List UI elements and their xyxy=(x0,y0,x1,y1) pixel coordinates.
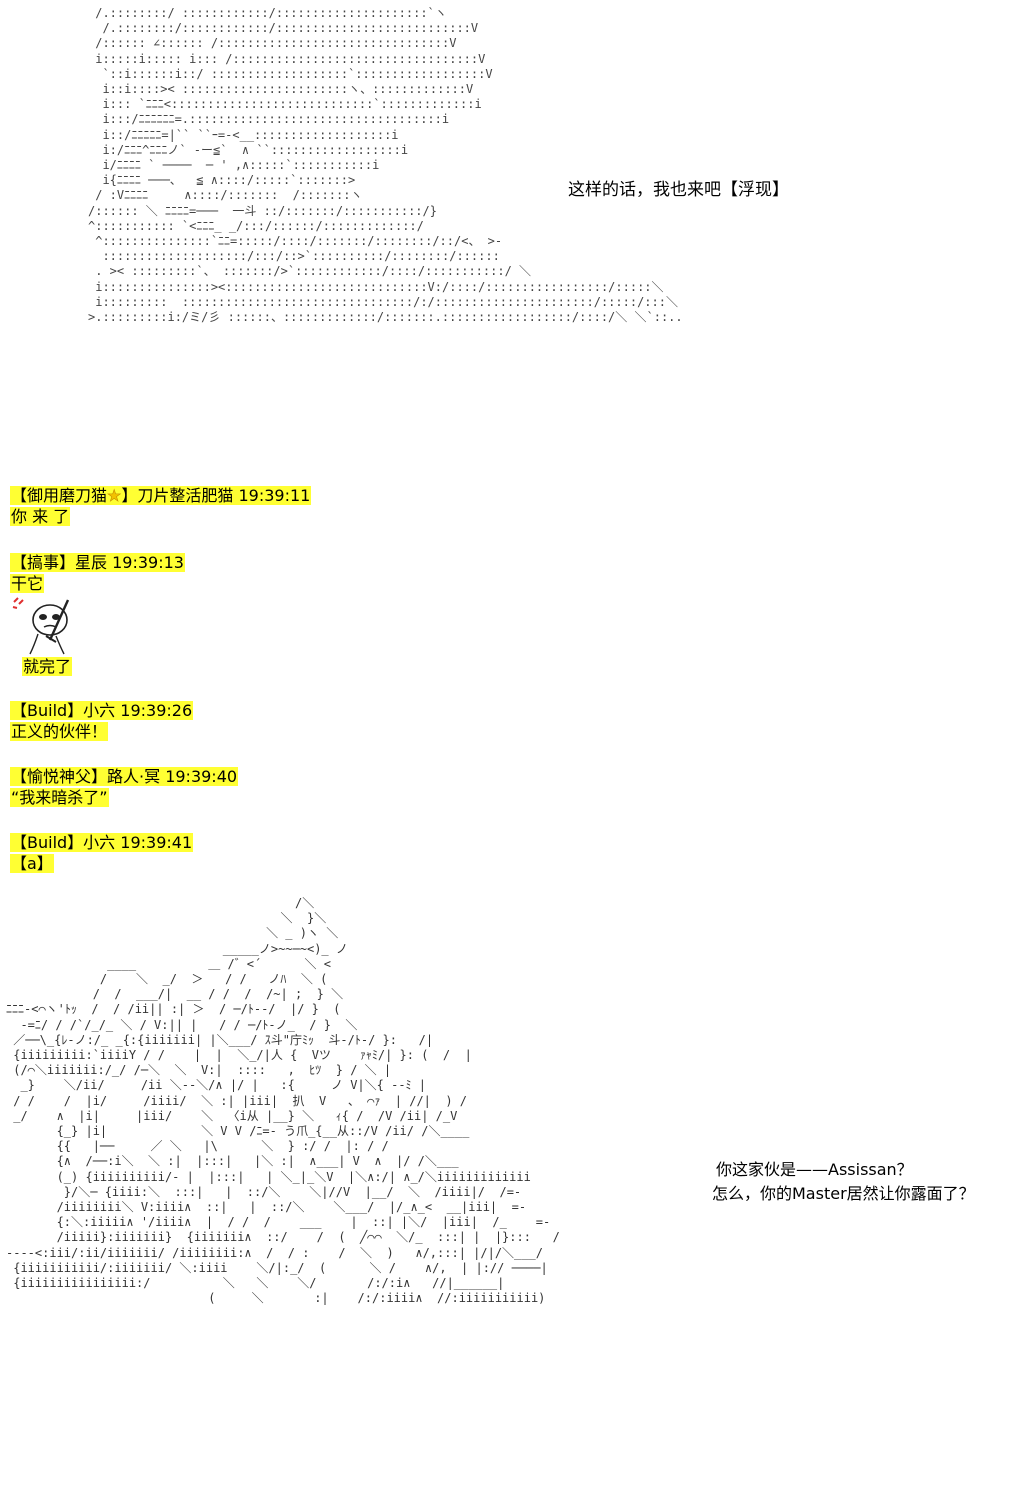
message-tag: 【愉悦神父】路人·冥 xyxy=(11,767,161,786)
message-tag: 【Build】小六 xyxy=(11,701,116,720)
message-text: 正义的伙伴！ xyxy=(10,722,109,741)
message-time: 19:39:11 xyxy=(238,486,311,505)
ascii-art-bottom: /＼ ＼ }＼ ＼ _ )ヽ ＼ _____ノ>~~─~<)_ ノ ____ ＿… xyxy=(6,896,560,1306)
speech-bottom-line-2: 怎么，你的Master居然让你露面了？ xyxy=(712,1184,975,1203)
chat-message-3: 【Build】小六 19:39:26 正义的伙伴！ xyxy=(10,701,194,742)
message-tag-start: 【御用磨刀猫 xyxy=(11,486,108,505)
message-text: 你 来 了 xyxy=(10,507,71,526)
ascii-art-top: /.::::::::/ ::::::::::::/:::::::::::::::… xyxy=(88,6,683,325)
speech-top: 这样的话，我也来吧【浮现】 xyxy=(568,180,789,200)
message-time: 19:39:41 xyxy=(120,833,193,852)
message-tag: 【搞事】星辰 xyxy=(11,553,108,572)
message-header: 【Build】小六 19:39:41 xyxy=(10,833,194,853)
message-header: 【搞事】星辰 19:39:13 xyxy=(10,553,185,573)
chat-message-1: 【御用磨刀猫★】刀片整活肥猫 19:39:11 你 来 了 xyxy=(10,486,312,527)
star-icon: ★ xyxy=(107,486,122,506)
message-text: “我来暗杀了” xyxy=(10,788,109,807)
message-header: 【御用磨刀猫★】刀片整活肥猫 19:39:11 xyxy=(10,486,312,506)
message-time: 19:39:26 xyxy=(120,701,193,720)
chat-message-2: 【搞事】星辰 19:39:13 干它 就完了 xyxy=(10,553,185,677)
message-time: 19:39:40 xyxy=(165,767,238,786)
chat-message-4: 【愉悦神父】路人·冥 19:39:40 “我来暗杀了” xyxy=(10,767,239,808)
chat-message-5: 【Build】小六 19:39:41 【a】 xyxy=(10,833,194,874)
message-time: 19:39:13 xyxy=(112,553,184,572)
message-tag: 【Build】小六 xyxy=(11,833,116,852)
cartoon-swordsman-sticker xyxy=(12,597,70,655)
message-text: 【a】 xyxy=(10,854,54,873)
message-tag-end: 】刀片整活肥猫 xyxy=(121,486,234,505)
message-header: 【愉悦神父】路人·冥 19:39:40 xyxy=(10,767,239,787)
speech-bottom-line-1: 你这家伙是——Assissan？ xyxy=(716,1160,913,1179)
message-text: 干它 xyxy=(10,574,45,593)
message-text-2: 就完了 xyxy=(22,657,73,676)
message-header: 【Build】小六 19:39:26 xyxy=(10,701,194,721)
